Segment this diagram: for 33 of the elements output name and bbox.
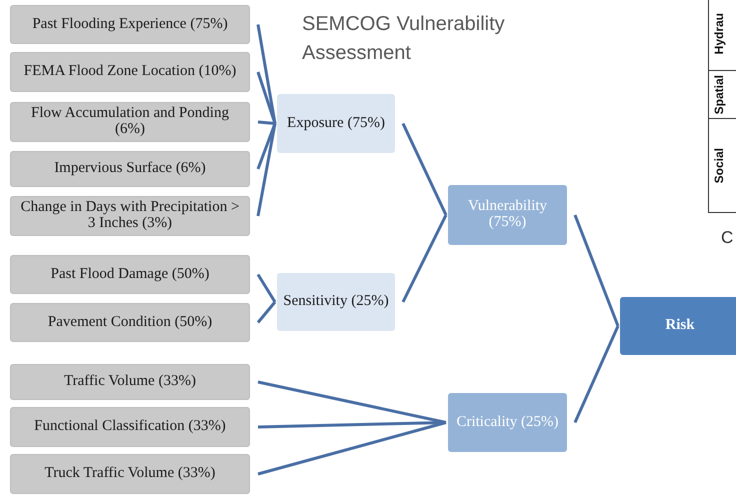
process-box: Criticality (25%) bbox=[448, 393, 567, 452]
process-box: Traffic Volume (33%) bbox=[10, 364, 250, 400]
table-row-heading: Social bbox=[712, 148, 726, 184]
table-row-heading: Hydrau bbox=[712, 13, 726, 55]
process-box: Flow Accumulation and Ponding (6%) bbox=[10, 102, 250, 142]
process-box: Vulnerability (75%) bbox=[448, 185, 567, 245]
connector-line bbox=[574, 214, 620, 327]
connector-line bbox=[258, 380, 446, 424]
process-box: FEMA Flood Zone Location (10%) bbox=[10, 52, 250, 92]
process-box: Impervious Surface (6%) bbox=[10, 151, 250, 187]
connector-line bbox=[402, 214, 448, 303]
connector-line bbox=[574, 325, 620, 424]
process-box: Change in Days with Precipitation > 3 Inches (3%) bbox=[10, 196, 250, 236]
connector-line bbox=[256, 72, 276, 124]
process-box: Pavement Condition (50%) bbox=[10, 303, 250, 342]
process-box: Past Flood Damage (50%) bbox=[10, 255, 250, 294]
connector-line bbox=[256, 24, 276, 124]
process-box: Risk bbox=[620, 297, 736, 355]
connector-line bbox=[258, 120, 276, 125]
table-row-heading: Spatial bbox=[712, 74, 726, 114]
process-box: Functional Classification (33%) bbox=[10, 407, 250, 447]
connector-line bbox=[256, 122, 276, 170]
process-box: Truck Traffic Volume (33%) bbox=[10, 454, 250, 494]
connector-line bbox=[256, 123, 276, 216]
connector-line bbox=[256, 274, 276, 303]
caption-fragment: C bbox=[721, 228, 734, 248]
connector-line bbox=[256, 301, 276, 324]
connector-line bbox=[402, 122, 448, 216]
connector-line bbox=[258, 421, 446, 476]
process-box: Sensitivity (25%) bbox=[277, 273, 395, 331]
diagram-title: SEMCOG Vulnerability Assessment bbox=[302, 12, 506, 66]
process-box: Past Flooding Experience (75%) bbox=[10, 5, 250, 44]
process-box: Exposure (75%) bbox=[277, 94, 395, 153]
